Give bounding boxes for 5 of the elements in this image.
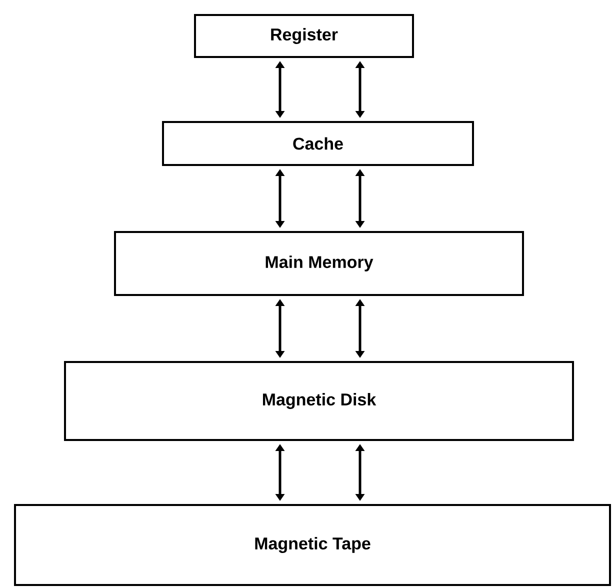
memory-box: Magnetic Tape — [14, 504, 611, 586]
memory-box: Magnetic Disk — [64, 361, 574, 441]
memory-box: Main Memory — [114, 231, 524, 296]
memory-box: Cache — [162, 121, 474, 166]
memory-box: Register — [194, 14, 414, 58]
